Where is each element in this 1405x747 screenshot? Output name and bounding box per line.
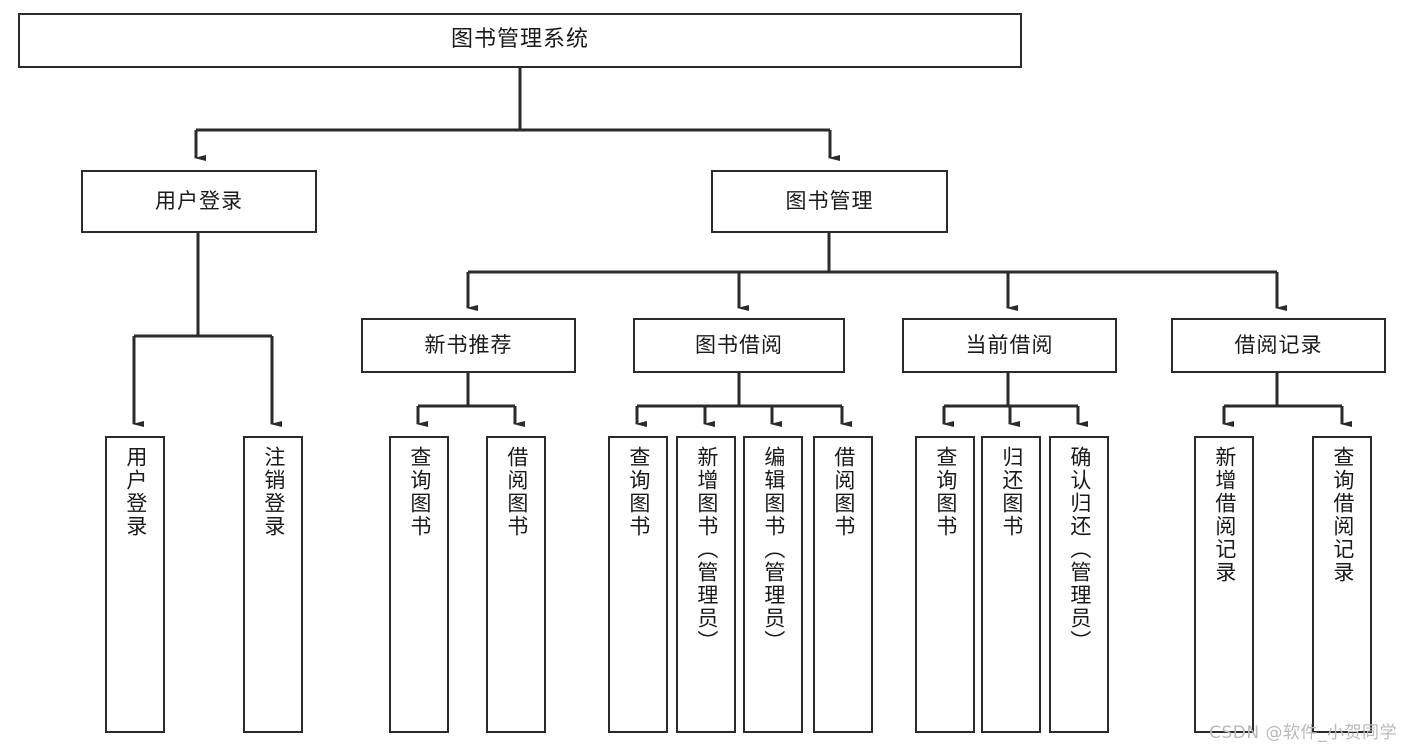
leaf-label: 确认归还（管理员） <box>1067 446 1092 653</box>
leaf-label: 借阅图书 <box>831 446 856 538</box>
leaf-label: 注销登录 <box>261 446 286 538</box>
node-borrow-record[interactable]: 借阅记录 <box>1171 318 1386 373</box>
leaf-record-add[interactable]: 新增借阅记录 <box>1194 436 1254 733</box>
leaf-borrow-add-book[interactable]: 新增图书（管理员） <box>676 436 736 733</box>
node-new-book-recommend[interactable]: 新书推荐 <box>361 318 576 373</box>
leaf-label: 查询图书 <box>626 446 651 538</box>
leaf-user-login-signin[interactable]: 用户登录 <box>105 436 165 733</box>
leaf-new-book-borrow[interactable]: 借阅图书 <box>486 436 546 733</box>
leaf-current-confirm-return[interactable]: 确认归还（管理员） <box>1049 436 1109 733</box>
leaf-label: 借阅图书 <box>504 446 529 538</box>
node-label: 当前借阅 <box>965 332 1054 357</box>
leaf-user-login-signout[interactable]: 注销登录 <box>243 436 303 733</box>
watermark: CSDN @软件_小贺同学 <box>1209 723 1397 743</box>
leaf-new-book-query[interactable]: 查询图书 <box>389 436 449 733</box>
node-user-login[interactable]: 用户登录 <box>81 170 317 233</box>
node-label: 图书管理 <box>785 188 874 213</box>
leaf-record-query[interactable]: 查询借阅记录 <box>1312 436 1372 733</box>
leaf-label: 用户登录 <box>123 446 148 538</box>
node-book-management[interactable]: 图书管理 <box>711 170 948 233</box>
leaf-label: 查询借阅记录 <box>1330 446 1355 584</box>
node-label: 图书借阅 <box>695 332 783 357</box>
leaf-borrow-edit-book[interactable]: 编辑图书（管理员） <box>743 436 803 733</box>
node-root-system[interactable]: 图书管理系统 <box>18 13 1022 68</box>
leaf-label: 归还图书 <box>999 446 1024 538</box>
leaf-borrow-borrow-book[interactable]: 借阅图书 <box>813 436 873 733</box>
leaf-label: 查询图书 <box>407 446 432 538</box>
leaf-label: 编辑图书（管理员） <box>761 446 786 653</box>
leaf-borrow-query-book[interactable]: 查询图书 <box>608 436 668 733</box>
node-label: 新书推荐 <box>424 332 513 357</box>
leaf-label: 新增图书（管理员） <box>694 446 719 653</box>
node-label: 用户登录 <box>155 188 243 213</box>
leaf-current-return-book[interactable]: 归还图书 <box>981 436 1041 733</box>
node-book-borrow[interactable]: 图书借阅 <box>633 318 845 373</box>
leaf-label: 查询图书 <box>933 446 958 538</box>
leaf-label: 新增借阅记录 <box>1212 446 1237 584</box>
leaf-current-query-book[interactable]: 查询图书 <box>915 436 975 733</box>
node-label: 借阅记录 <box>1234 332 1323 357</box>
node-label: 图书管理系统 <box>450 27 589 53</box>
node-current-borrow[interactable]: 当前借阅 <box>902 318 1117 373</box>
